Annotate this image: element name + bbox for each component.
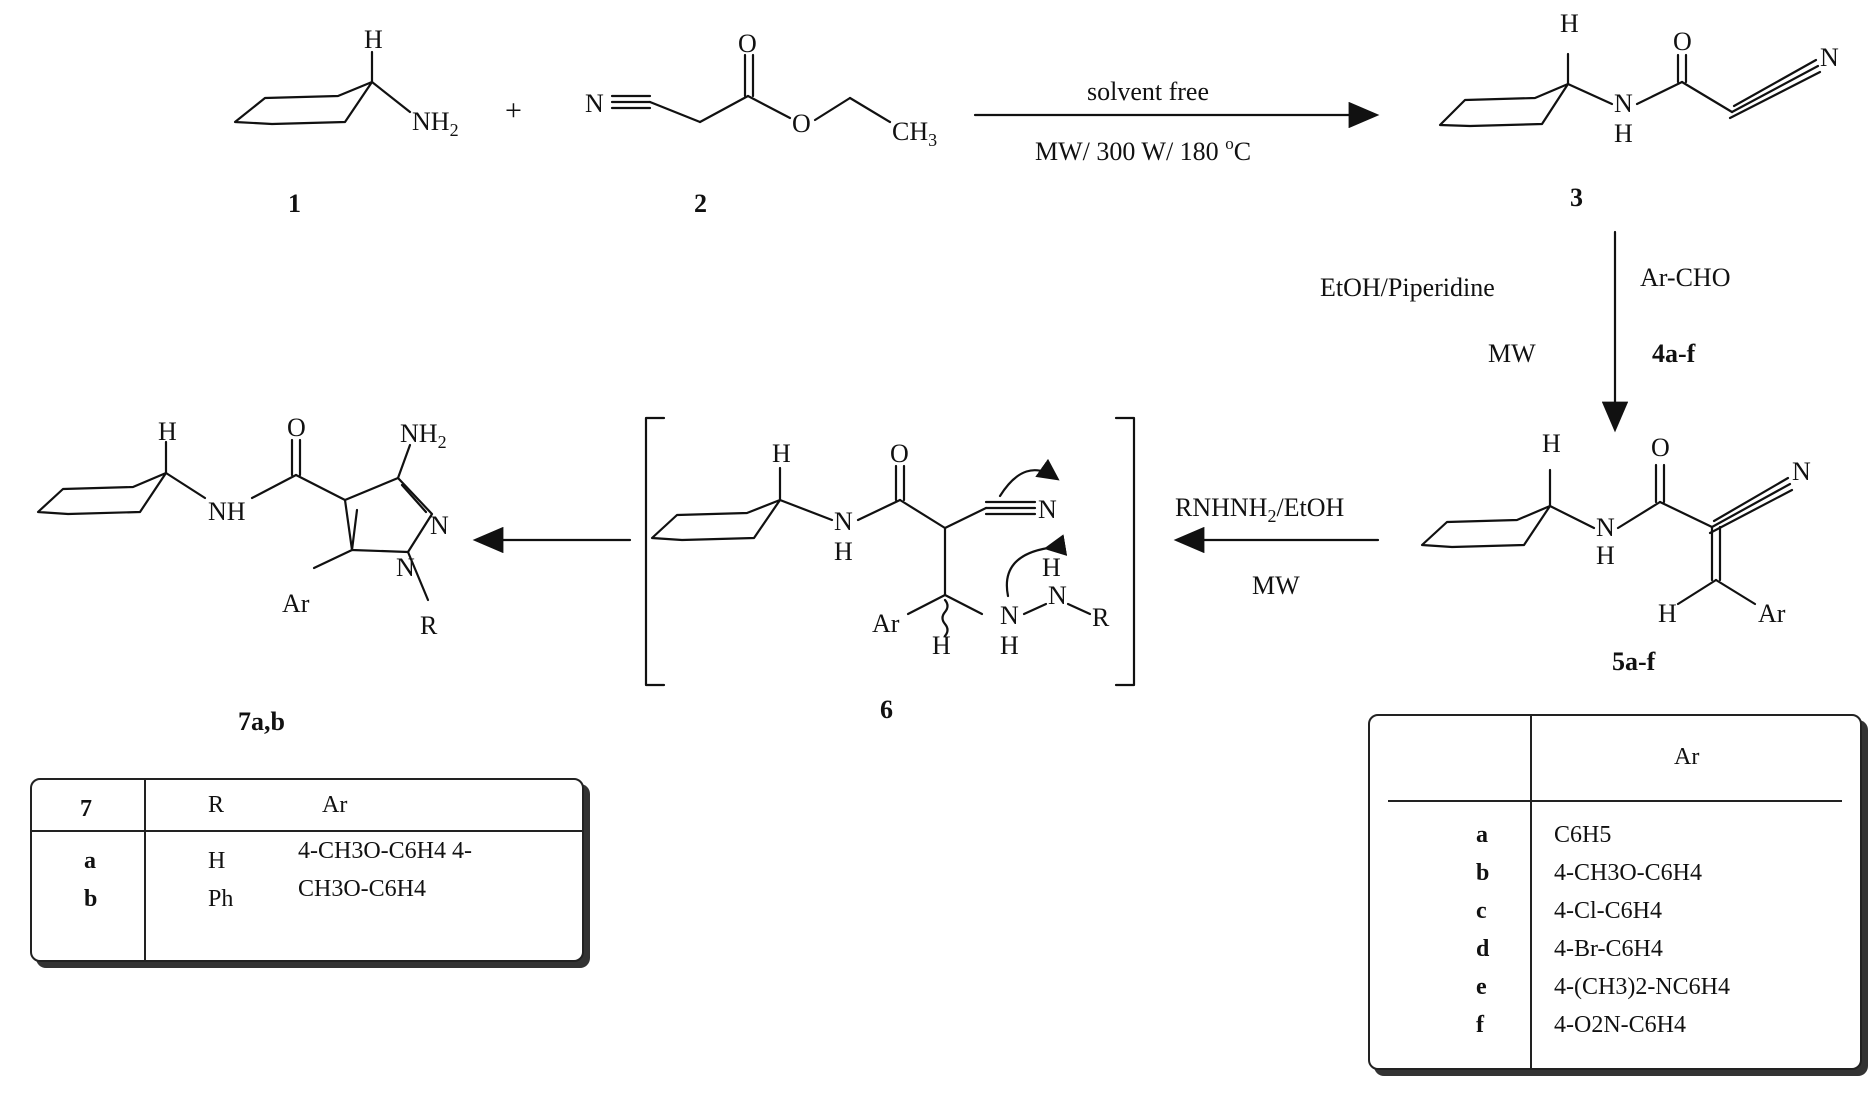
table5-row-e-ar: 4-(CH3)2-NC6H4 — [1554, 974, 1730, 1000]
table7-row-b-r: Ph — [208, 886, 234, 912]
table7-id-column: a b — [84, 842, 97, 918]
condition-hydrazine-etoh: RNHNH2/EtOH — [1175, 493, 1345, 526]
atom-ar-5: Ar — [1758, 599, 1786, 628]
compound-5-structure — [1420, 463, 1794, 606]
atom-h-3: H — [1560, 9, 1579, 38]
table5-ar-column: C6H5 4-CH3O-C6H4 4-Cl-C6H4 4-Br-C6H4 4-(… — [1554, 816, 1730, 1044]
compound-2-structure — [610, 53, 892, 124]
atom-n-amide-6: N — [834, 507, 853, 536]
atom-o-ester-2: O — [792, 109, 811, 138]
table5-row-c-ar: 4-Cl-C6H4 — [1554, 898, 1662, 924]
compound-label-4: 4a-f — [1652, 339, 1696, 368]
plus-sign: + — [505, 94, 522, 127]
table7-header-ar: Ar — [322, 792, 348, 818]
atom-n-2: N — [585, 89, 604, 118]
condition-mw-2: MW — [1488, 339, 1536, 368]
table5-row-b-ar: 4-CH3O-C6H4 — [1554, 860, 1702, 886]
condition-mw-power-temp: MW/ 300 W/ 180 oC — [1035, 134, 1251, 166]
compound-3-structure — [1438, 52, 1822, 128]
atom-h-7: H — [158, 417, 177, 446]
atom-n-5: N — [1596, 513, 1615, 542]
condition-solvent-free: solvent free — [1087, 77, 1209, 106]
table7-header-r: R — [208, 792, 225, 818]
table7-row-b-ar: CH3O-C6H4 — [298, 876, 427, 902]
table5-row-a-ar: C6H5 — [1554, 822, 1612, 848]
table5-header-ar: Ar — [1674, 744, 1700, 770]
atom-n1-hydrazine-6: N — [1000, 601, 1019, 630]
atom-n-nitrile-5: N — [1792, 457, 1811, 486]
table5-id-column: a b c d e f — [1476, 816, 1489, 1044]
atom-nh-h-5: H — [1596, 541, 1615, 570]
atom-nh2-1: NH2 — [412, 107, 459, 140]
compound-7-structure — [36, 438, 434, 602]
condition-etoh-piperidine: EtOH/Piperidine — [1320, 273, 1495, 302]
atom-nh2-7: NH2 — [400, 419, 447, 452]
atom-n-nitrile-3: N — [1820, 43, 1839, 72]
atom-r-7: R — [420, 611, 438, 640]
table5-row-f-ar: 4-O2N-C6H4 — [1554, 1012, 1686, 1038]
atom-n-nitrile-6: N — [1038, 495, 1057, 524]
table5-row-c-id: c — [1476, 898, 1487, 924]
table7-row-a-id: a — [84, 848, 96, 874]
compound-label-5: 5a-f — [1612, 647, 1656, 676]
atom-h-5: H — [1542, 429, 1561, 458]
atom-nh-7: NH — [208, 497, 246, 526]
atom-h-vinyl-5: H — [1658, 599, 1677, 628]
atom-o-7: O — [287, 413, 306, 442]
compound-label-1: 1 — [288, 189, 301, 218]
atom-ar-6: Ar — [872, 609, 900, 638]
atom-o-5: O — [1651, 433, 1670, 462]
table5-row-d-ar: 4-Br-C6H4 — [1554, 936, 1663, 962]
compound-label-7: 7a,b — [238, 707, 285, 736]
table7-row-b-id: b — [84, 886, 98, 912]
table5-row-a-id: a — [1476, 822, 1488, 848]
table5-row-d-id: d — [1476, 936, 1490, 962]
compound-label-3: 3 — [1570, 183, 1583, 212]
atom-h-n2-6: H — [1042, 553, 1061, 582]
compound-1-structure — [233, 50, 412, 126]
atom-n-3: N — [1614, 89, 1633, 118]
table7-r-column: H Ph — [208, 842, 233, 918]
table5-row-e-id: e — [1476, 974, 1487, 1000]
atom-h-n1-6: H — [1000, 631, 1019, 660]
table7-ar-column: 4-CH3O-C6H4 4- CH3O-C6H4 — [298, 832, 472, 908]
table-compound-7: 7 R Ar a b H Ph 4-CH3O-C6H4 4- CH3O-C6H4 — [30, 778, 584, 962]
atom-n1-ring-7: N — [396, 553, 415, 582]
atom-nh-h-3: H — [1614, 119, 1633, 148]
atom-o-carbonyl-2: O — [738, 29, 757, 58]
table7-row-a-r: H — [208, 848, 226, 874]
table7-row-a-ar: 4-CH3O-C6H4 4- — [298, 838, 472, 864]
atom-r-6: R — [1092, 603, 1110, 632]
atom-ar-7: Ar — [282, 589, 310, 618]
atom-nh-h-6: H — [834, 537, 853, 566]
compound-label-6: 6 — [880, 695, 893, 724]
condition-mw-3: MW — [1252, 571, 1300, 600]
atom-n2-hydrazine-6: N — [1048, 581, 1067, 610]
compound-label-2: 2 — [694, 189, 707, 218]
atom-ch3-2: CH3 — [892, 117, 937, 150]
atom-h-ch-6: H — [932, 631, 951, 660]
table5-row-b-id: b — [1476, 860, 1490, 886]
atom-h-6: H — [772, 439, 791, 468]
atom-o-3: O — [1673, 27, 1692, 56]
reagent-ar-cho: Ar-CHO — [1640, 263, 1730, 292]
atom-n2-ring-7: N — [430, 511, 449, 540]
atom-o-6: O — [890, 439, 909, 468]
table5-row-f-id: f — [1476, 1012, 1484, 1038]
atom-h-1: H — [364, 25, 383, 54]
compound-6-structure — [644, 416, 1136, 687]
table-compound-5: Ar a b c d e f C6H5 4-CH3O-C6H4 4-Cl-C6H… — [1368, 714, 1862, 1070]
table7-header-id: 7 — [80, 796, 92, 822]
